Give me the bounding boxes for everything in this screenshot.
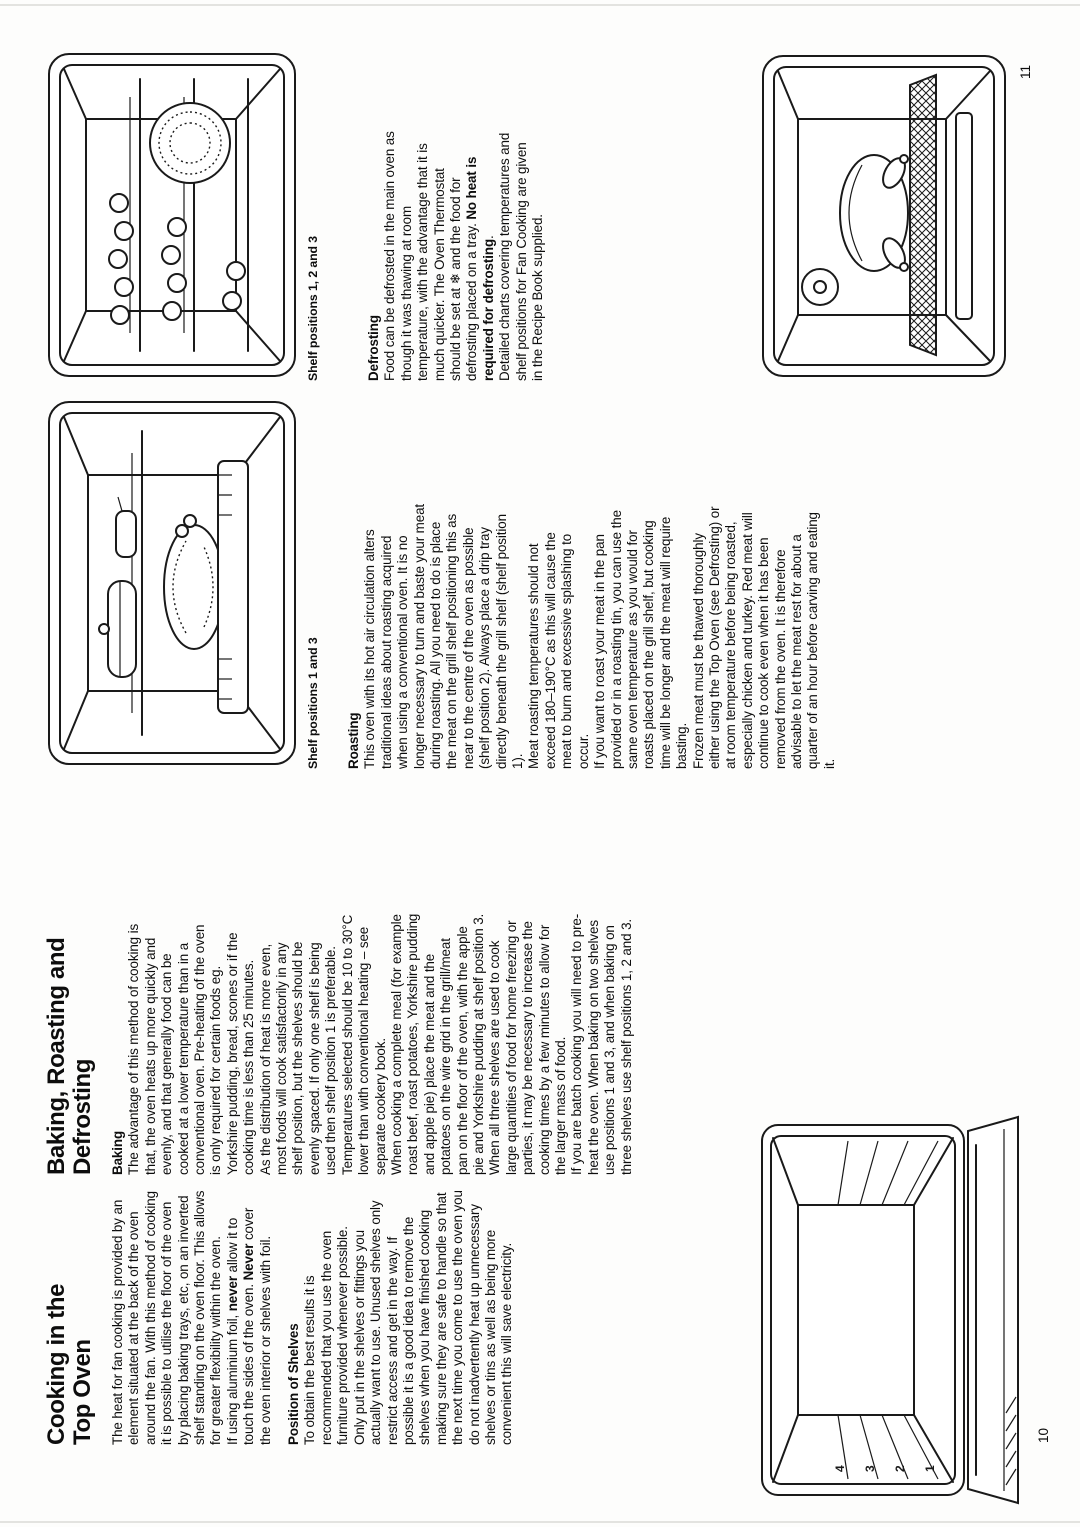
subheading-defrosting: Defrosting (366, 315, 381, 381)
paragraph-batch-cooking: If you are batch cooking you will need t… (569, 913, 634, 1175)
scan-edge-bottom (0, 1521, 1080, 1523)
shelf-position-label: 4 (833, 1465, 847, 1472)
shelf-position-label: 2 (893, 1465, 907, 1472)
paragraph-unused-shelves: Only put in the shelves or fittings you … (351, 1190, 515, 1445)
paragraph-complete-meal: When cooking a complete meal (for exampl… (388, 913, 486, 1175)
shelf-caption-baking: Shelf positions 1, 2 and 3 (306, 236, 320, 381)
paragraph-frozen-meat: Frozen meat must be thawed thoroughly ei… (690, 506, 837, 769)
subheading-position-of-shelves: Position of Shelves (286, 1323, 302, 1445)
page11-defrosting-column: Defrosting Food can be defrosted in the … (366, 131, 546, 381)
subheading-roasting: Roasting (346, 712, 361, 769)
defrosting-oven-illustration (762, 55, 1006, 377)
paragraph-heat-distribution: As the distribution of heat is more even… (257, 914, 388, 1175)
paragraph-baking-advantage: The advantage of this method of cooking … (126, 923, 257, 1175)
paragraph-defrosting: Food can be defrosted in the main oven a… (382, 131, 496, 381)
page-number-10: 10 (1036, 1427, 1051, 1443)
paragraph-recipe-book: Detailed charts covering temperatures an… (497, 132, 546, 381)
paragraph-three-shelves: When all three shelves are used to cook … (487, 920, 568, 1175)
page11-roasting-column: Roasting This oven with its hot air circ… (346, 503, 838, 769)
empty-oven-illustration: 4 3 2 1 (761, 1115, 1019, 1505)
paragraph-roasting-tin: If you want to roast your meat in the pa… (592, 510, 690, 769)
paragraph-fan-heat: The heat for fan cooking is provided by … (110, 1190, 224, 1445)
page-number-11: 11 (1018, 64, 1033, 79)
paragraph-foil-warning: If using aluminium foil, never allow it … (224, 1207, 273, 1445)
shelf-position-label: 1 (923, 1465, 937, 1472)
paragraph-roasting-temperatures: Meat roasting temperatures should not ex… (526, 532, 591, 769)
shelf-position-label: 3 (863, 1465, 877, 1472)
baking-oven-illustration (48, 53, 296, 377)
shelf-caption-roasting: Shelf positions 1 and 3 (306, 637, 320, 769)
defrost-symbol-icon: ❄ (448, 273, 464, 285)
roasting-oven-illustration (48, 401, 296, 765)
subheading-baking: Baking (110, 1130, 125, 1175)
page-title-line1: Cooking in the (43, 1283, 70, 1445)
paragraph-best-results: To obtain the best results it is recomme… (302, 1226, 351, 1445)
paragraph-roasting-method: This oven with its hot air circulation a… (362, 503, 526, 769)
page-title-line2: Top Oven (69, 1339, 96, 1445)
scan-edge-top (0, 4, 1080, 6)
